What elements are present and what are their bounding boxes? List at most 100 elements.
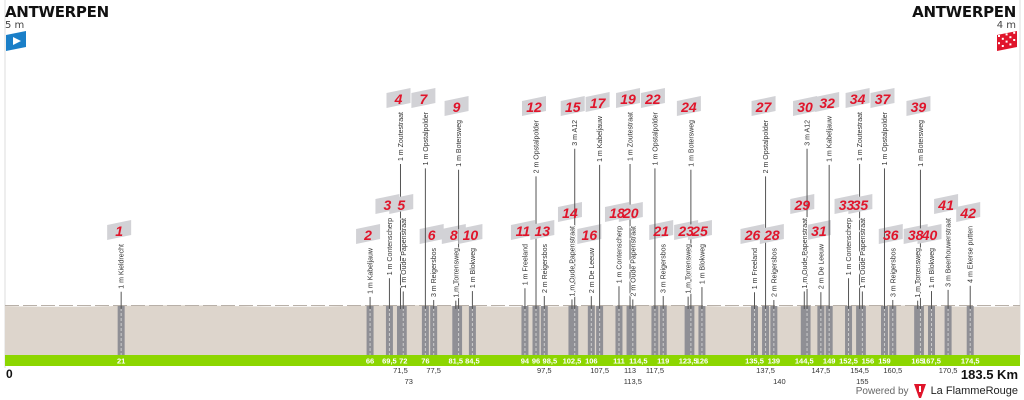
sector-marker-19	[616, 88, 641, 309]
sector-flag	[616, 88, 641, 108]
sector-label: 1 m Zoutestraat	[857, 112, 864, 161]
sector-flag	[560, 96, 585, 116]
sector-marker-text-10: 101 m Blokweg	[463, 227, 479, 289]
sector-marker-17	[585, 92, 610, 309]
km-label: 106	[585, 357, 598, 366]
km-label: 98,5	[543, 357, 558, 366]
km-label: 111	[613, 357, 625, 366]
sector-number: 3	[384, 197, 392, 213]
sector-marker-41	[934, 194, 959, 309]
flamme-rouge-logo-icon	[913, 384, 926, 398]
sector-marker-31	[806, 220, 831, 309]
sector-marker-40	[917, 224, 942, 309]
sector-label: 1 m Blokweg	[470, 248, 477, 288]
sector-label: 1 m Opstalpolder	[882, 111, 889, 165]
sector-marker-7	[411, 88, 436, 309]
sector-marker-12	[522, 96, 547, 309]
km-label: 126	[696, 357, 709, 366]
sector-number: 11	[516, 223, 531, 239]
km-label: 139	[768, 357, 781, 366]
sector-marker-text-21: 213 m Reigersbos	[652, 223, 669, 294]
sector-marker-42	[956, 202, 981, 309]
sector-number: 30	[797, 99, 813, 115]
sector-marker-text-11: 111 m Freeland	[516, 223, 531, 286]
finish-flag-check	[1001, 37, 1004, 40]
finish-altitude: 4 m	[996, 20, 1016, 31]
sector-flag	[444, 96, 469, 116]
sector-number: 8	[450, 227, 458, 243]
km-label: 165	[911, 357, 924, 366]
sector-number: 37	[875, 91, 892, 107]
finish-flag-check	[1009, 36, 1012, 39]
sector-label: 1 m Botersweg	[688, 120, 695, 167]
sector-label: 3 m Reigersbos	[431, 248, 438, 298]
km-label: 114,5	[629, 357, 647, 366]
sector-label: 4 m Ekerse putten	[968, 226, 975, 283]
finish-flag-check	[1013, 39, 1016, 41]
sector-flag	[815, 92, 840, 112]
sector-label: 1 m Opstalpolder	[652, 111, 659, 165]
sector-label: 1 m Opstalpolder	[423, 111, 430, 165]
sector-flag	[676, 96, 701, 116]
sector-marker-text-38: 38 1 m Torrensweg	[908, 227, 924, 299]
sector-flag	[806, 220, 831, 240]
sector-number: 27	[755, 99, 773, 115]
sector-number: 19	[620, 91, 636, 107]
finish-city: ANTWERPEN	[912, 3, 1016, 21]
sector-flag	[458, 224, 483, 244]
sector-marker-text-33: 33 1 m Contenscherp	[839, 197, 855, 276]
km-label: 84,5	[465, 357, 480, 366]
sector-label: 1 m Oude Papenstraat	[569, 226, 576, 296]
sector-flag	[107, 220, 132, 240]
sector-label: 1 m Torrensweg	[915, 248, 922, 298]
km-label: 140	[773, 377, 786, 386]
sector-marker-text-18: 18 1 m Contenscherp	[609, 205, 625, 284]
km-label: 73	[405, 377, 413, 386]
terrain-profile	[5, 305, 1020, 355]
sector-flag	[870, 88, 895, 108]
sector-marker-text-31: 312 m De Leeuw	[811, 223, 827, 290]
km-label: 167,5	[922, 357, 941, 366]
sector-marker-text-5: 51 m Oude Papenstraat	[397, 197, 408, 289]
sector-marker-14	[557, 202, 582, 309]
sector-label: 1 m Contenscherp	[846, 218, 853, 275]
powered-by-text: Powered by	[855, 385, 909, 397]
sector-marker-35	[848, 194, 873, 309]
sector-marker-text-6: 63 m Reigersbos	[428, 227, 439, 298]
distance-band	[5, 355, 1020, 366]
sector-marker-16	[577, 224, 602, 309]
sector-number: 1	[115, 223, 123, 239]
sector-flag	[934, 194, 959, 214]
sector-flag	[389, 194, 414, 214]
sector-label: 1 m Oude Papenstraat	[802, 218, 809, 288]
sector-number: 26	[744, 227, 761, 243]
sector-label: 1 m Oude Papenstraat	[401, 218, 408, 288]
sector-marker-text-39: 391 m Botersweg	[911, 99, 927, 168]
sector-marker-text-4: 41 m Zoutestraat	[394, 91, 406, 162]
start-km-label: 0	[6, 367, 13, 381]
powered-by: Powered by La FlammeRouge	[856, 384, 1018, 398]
sector-number: 31	[811, 223, 827, 239]
km-label: 66	[366, 357, 374, 366]
sector-number: 18	[609, 205, 625, 221]
sector-number: 25	[691, 223, 708, 239]
km-label: 123,5	[679, 357, 698, 366]
sector-marker-text-22: 221 m Opstalpolder	[644, 91, 661, 166]
sector-number: 38	[908, 227, 924, 243]
sector-marker-1	[107, 220, 132, 309]
sector-marker-text-14: 141 m Oude Papenstraat	[562, 205, 578, 297]
km-label: 154,5	[850, 366, 869, 375]
sector-marker-text-29: 291 m Oude Papenstraat	[793, 197, 810, 289]
sector-marker-text-42: 424 m Ekerse putten	[959, 205, 976, 284]
sector-number: 7	[419, 91, 428, 107]
sector-label: 2 m Opstalpolder	[763, 119, 770, 173]
sector-label: 1 m Freeland	[752, 248, 759, 289]
sector-flag	[751, 96, 776, 116]
sector-number: 33	[839, 197, 855, 213]
sector-flag	[510, 220, 535, 240]
sector-flag	[557, 202, 582, 222]
km-label: 94	[521, 357, 530, 366]
sector-marker-text-2: 21 m Kabeljauw	[363, 227, 375, 295]
sector-label: 1 m Contenscherp	[616, 226, 623, 283]
